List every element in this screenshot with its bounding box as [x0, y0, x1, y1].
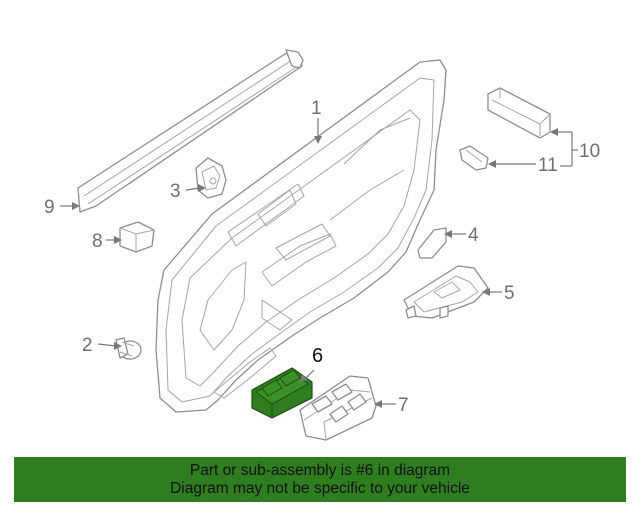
part-8-clip[interactable]: [119, 221, 155, 253]
part-6-window-switch-highlighted[interactable]: [251, 367, 313, 419]
callout-8: 8: [92, 231, 103, 252]
banner-line-part-number: Part or sub-assembly is #6 in diagram: [189, 461, 451, 479]
callout-5: 5: [504, 283, 515, 304]
part-1-door-trim-panel[interactable]: [155, 59, 447, 413]
part-4-trim-piece[interactable]: [417, 227, 447, 259]
leader-lines: [60, 118, 578, 408]
callout-2: 2: [82, 335, 93, 356]
part-11-small-switch[interactable]: [459, 145, 489, 171]
part-7-master-switch[interactable]: [299, 375, 377, 441]
part-2-push-clip[interactable]: [115, 337, 142, 360]
callout-3: 3: [170, 181, 181, 202]
part-3-bracket[interactable]: [195, 157, 227, 199]
part-5-switch-bezel[interactable]: [403, 265, 489, 319]
callout-9: 9: [44, 197, 55, 218]
callout-10: 10: [579, 141, 600, 162]
callout-6: 6: [312, 345, 323, 367]
callout-11: 11: [538, 155, 558, 176]
callout-7: 7: [398, 395, 409, 416]
part-9-weatherstrip[interactable]: [77, 49, 304, 213]
banner-background: [14, 457, 626, 502]
info-banner: Part or sub-assembly is #6 in diagram Di…: [14, 457, 626, 502]
callout-4: 4: [468, 225, 479, 246]
part-10-switch-assembly[interactable]: [487, 87, 551, 139]
callout-1: 1: [311, 98, 322, 119]
banner-line-disclaimer: Diagram may not be specific to your vehi…: [170, 479, 470, 497]
